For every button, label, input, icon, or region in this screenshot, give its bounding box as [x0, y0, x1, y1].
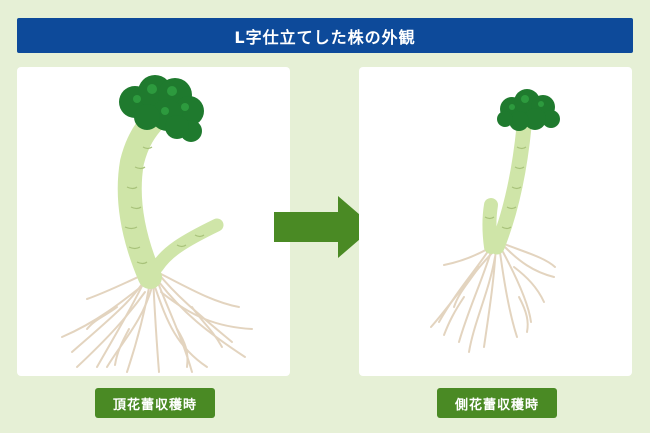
side-shoot — [150, 218, 224, 274]
broccoli-plant-main-head-illustration — [61, 75, 253, 373]
roots — [61, 271, 253, 373]
cut-main-stem — [482, 198, 498, 254]
side-head-highlights — [509, 95, 544, 110]
page-title: L字仕立てした株の外観 — [17, 18, 633, 53]
panel-main-head-harvest — [17, 67, 290, 376]
main-stem — [117, 105, 169, 289]
stage-label-side-head: 側花蕾収穫時 — [437, 388, 557, 418]
side-shoot-stem — [489, 119, 532, 255]
stem-texture — [124, 146, 205, 265]
right-arrow-icon — [274, 196, 374, 258]
stage-label-main-head: 頂花蕾収穫時 — [95, 388, 215, 418]
roots — [430, 241, 556, 353]
broccoli-plant-side-head-illustration — [430, 89, 560, 353]
panel-side-head-harvest — [359, 67, 632, 376]
broccoli-head-highlights — [133, 84, 189, 115]
side-broccoli-head — [497, 89, 560, 131]
stem-texture — [484, 146, 527, 230]
